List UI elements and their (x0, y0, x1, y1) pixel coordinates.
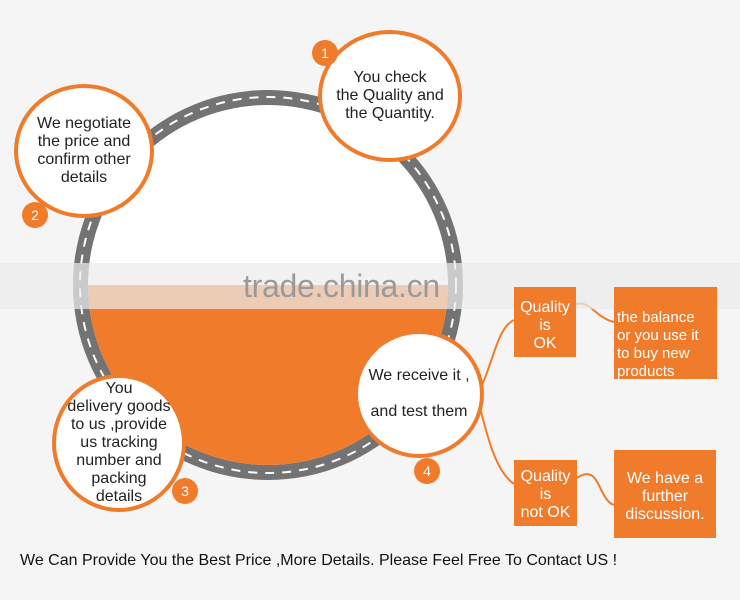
connector-not-ok-action (576, 473, 615, 506)
step-1-badge: 1 (312, 40, 338, 66)
step-3-text: You delivery goods to us ,provide us tra… (67, 380, 171, 505)
quality-not-ok-box: Quality is not OK (514, 460, 577, 526)
step-4-bubble: We receive it , and test them (354, 330, 484, 458)
step-1-bubble: You check the Quality and the Quantity. (318, 30, 462, 162)
quality-ok-box: Quality is OK (514, 287, 576, 357)
step-4-badge: 4 (414, 458, 440, 484)
not-ok-action-box: We have a further discussion. (614, 450, 716, 538)
step-2-text: We negotiate the price and confirm other… (37, 115, 131, 186)
step-3-bubble: You delivery goods to us ,provide us tra… (52, 374, 186, 512)
step-4-text: We receive it , and test them (368, 367, 470, 420)
step-1-text: You check the Quality and the Quantity. (336, 69, 444, 122)
step-2-bubble: We negotiate the price and confirm other… (14, 84, 154, 218)
step-3-badge: 3 (172, 478, 198, 504)
watermark-text: trade.china.cn (243, 268, 440, 304)
step-2-badge: 2 (22, 202, 48, 228)
connector-ok (477, 319, 515, 393)
ok-action-box: the balance or you use it to buy new pro… (614, 287, 717, 380)
footer-text: We Can Provide You the Best Price ,More … (20, 552, 618, 569)
connector-not-ok (477, 399, 515, 485)
